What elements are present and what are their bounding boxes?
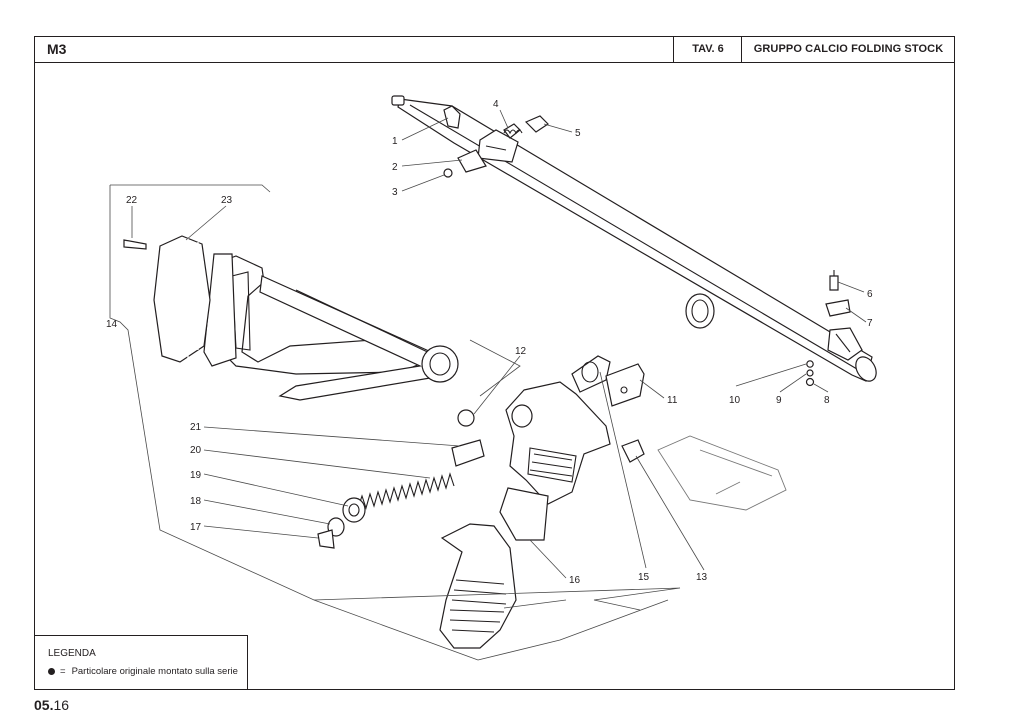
part-label-6: 6 <box>867 289 873 300</box>
legend-box: LEGENDA = Particolare originale montato s… <box>35 635 248 690</box>
part-label-1: 1 <box>392 136 398 147</box>
table-number: TAV. 6 <box>692 43 724 55</box>
lower-parts <box>317 355 645 549</box>
butt-plate <box>123 235 211 363</box>
part-9-washer <box>806 369 814 377</box>
part-label-13: 13 <box>696 572 708 583</box>
part-12-bushing <box>457 409 475 427</box>
part-label-20: 20 <box>190 445 202 456</box>
receiver-tube <box>391 95 877 382</box>
part-label-21: 21 <box>190 422 202 433</box>
part-number-labels: 1 2 3 4 5 6 7 8 9 10 11 12 13 14 15 16 1… <box>106 99 873 586</box>
folding-stock-frame <box>203 253 459 401</box>
receiver-ghost-outline <box>657 435 787 511</box>
part-label-4: 4 <box>493 99 499 110</box>
part-6-screw <box>829 275 839 291</box>
part-21-guide <box>451 439 485 467</box>
part-19-washer <box>342 497 366 523</box>
legend-equals: = <box>60 666 66 677</box>
table-number-cell: TAV. 6 <box>673 37 742 62</box>
upper-small-parts <box>443 105 851 387</box>
part-7-bracket <box>825 299 851 317</box>
part-label-12: 12 <box>515 346 527 357</box>
part-label-8: 8 <box>824 395 830 406</box>
model-code: M3 <box>47 41 67 57</box>
part-22-screw <box>123 239 147 250</box>
part-label-9: 9 <box>776 395 782 406</box>
part-13-screw <box>621 439 645 463</box>
part-8-nut <box>805 377 815 387</box>
part-label-16: 16 <box>569 575 581 586</box>
legend-title: LEGENDA <box>48 648 96 659</box>
part-3-nut <box>443 168 453 178</box>
leader-lines <box>131 109 867 609</box>
part-label-23: 23 <box>221 195 233 206</box>
part-label-5: 5 <box>575 128 581 139</box>
part-label-19: 19 <box>190 470 202 481</box>
part-label-11: 11 <box>667 395 678 406</box>
part-label-2: 2 <box>392 162 398 173</box>
part-label-7: 7 <box>867 318 873 329</box>
page-number: 05.16 <box>34 697 69 713</box>
legend-entry: = Particolare originale montato sulla ser… <box>48 666 238 677</box>
part-label-22: 22 <box>126 195 138 206</box>
part-10-washer <box>806 360 814 368</box>
part-1-pin <box>443 105 461 129</box>
part-label-17: 17 <box>190 522 202 533</box>
part-15-sleeve <box>571 355 611 393</box>
part-11-latch <box>605 363 645 407</box>
part-label-14: 14 <box>106 319 118 330</box>
part-5-plunger <box>524 115 549 133</box>
drawing-sheet: M3 TAV. 6 GRUPPO CALCIO FOLDING STOCK LE… <box>34 36 955 690</box>
part-20-spring <box>357 472 455 510</box>
page-section: 05. <box>34 697 54 713</box>
part-label-15: 15 <box>638 572 650 583</box>
group-title: GRUPPO CALCIO FOLDING STOCK <box>753 43 944 55</box>
part-label-10: 10 <box>729 395 741 406</box>
title-block: M3 TAV. 6 GRUPPO CALCIO FOLDING STOCK <box>35 37 954 63</box>
page-index: 16 <box>53 697 70 713</box>
stock-group-outline <box>109 184 681 661</box>
part-17-clip <box>317 529 335 549</box>
part-label-18: 18 <box>190 496 202 507</box>
pistol-grip <box>439 523 517 649</box>
part-label-3: 3 <box>392 187 398 198</box>
grip-housing <box>499 381 611 541</box>
legend-entry-text: Particolare originale montato sulla seri… <box>71 666 238 677</box>
group-title-cell: GRUPPO CALCIO FOLDING STOCK <box>741 37 955 62</box>
filled-circle-icon <box>48 667 55 675</box>
